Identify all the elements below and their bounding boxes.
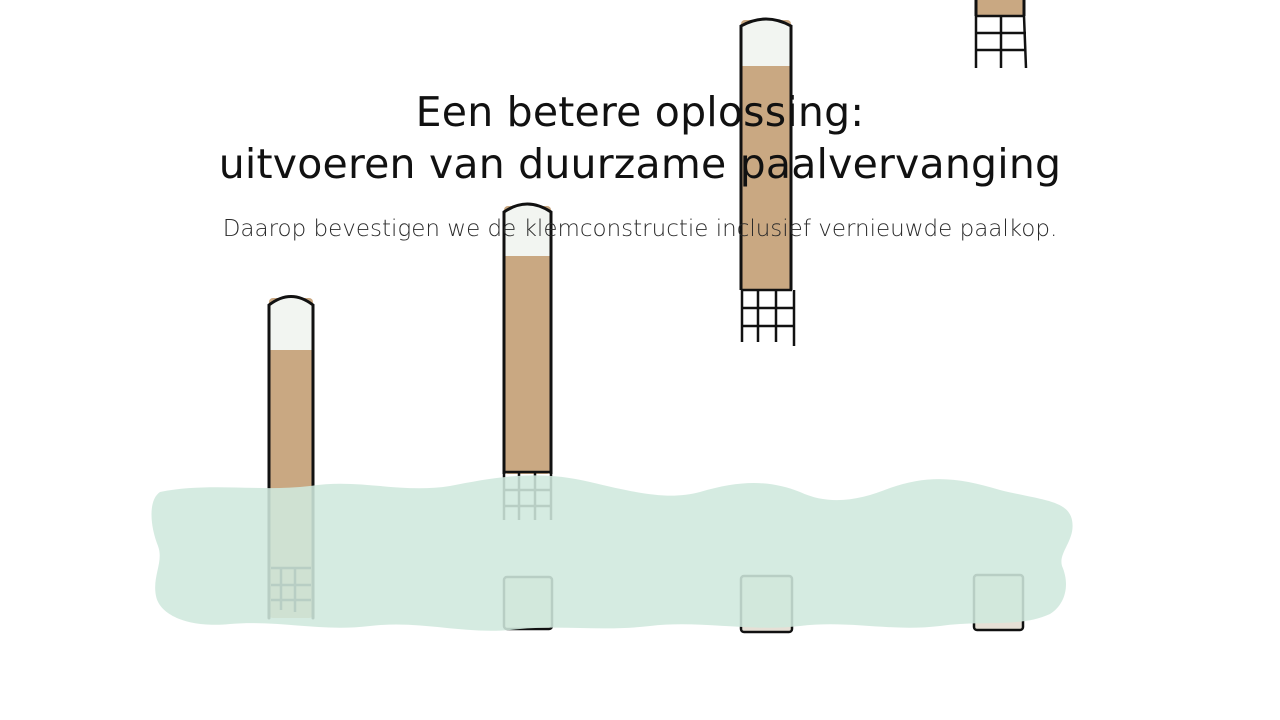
title-line-2: uitvoeren van duurzame paalvervanging <box>218 140 1062 188</box>
page-title: Een betere oplossing: uitvoeren van duur… <box>0 86 1280 190</box>
page-subtitle: Daarop bevestigen we de klemconstructie … <box>222 216 1058 242</box>
water-body <box>151 475 1073 631</box>
title-line-1: Een betere oplossing: <box>415 88 865 136</box>
